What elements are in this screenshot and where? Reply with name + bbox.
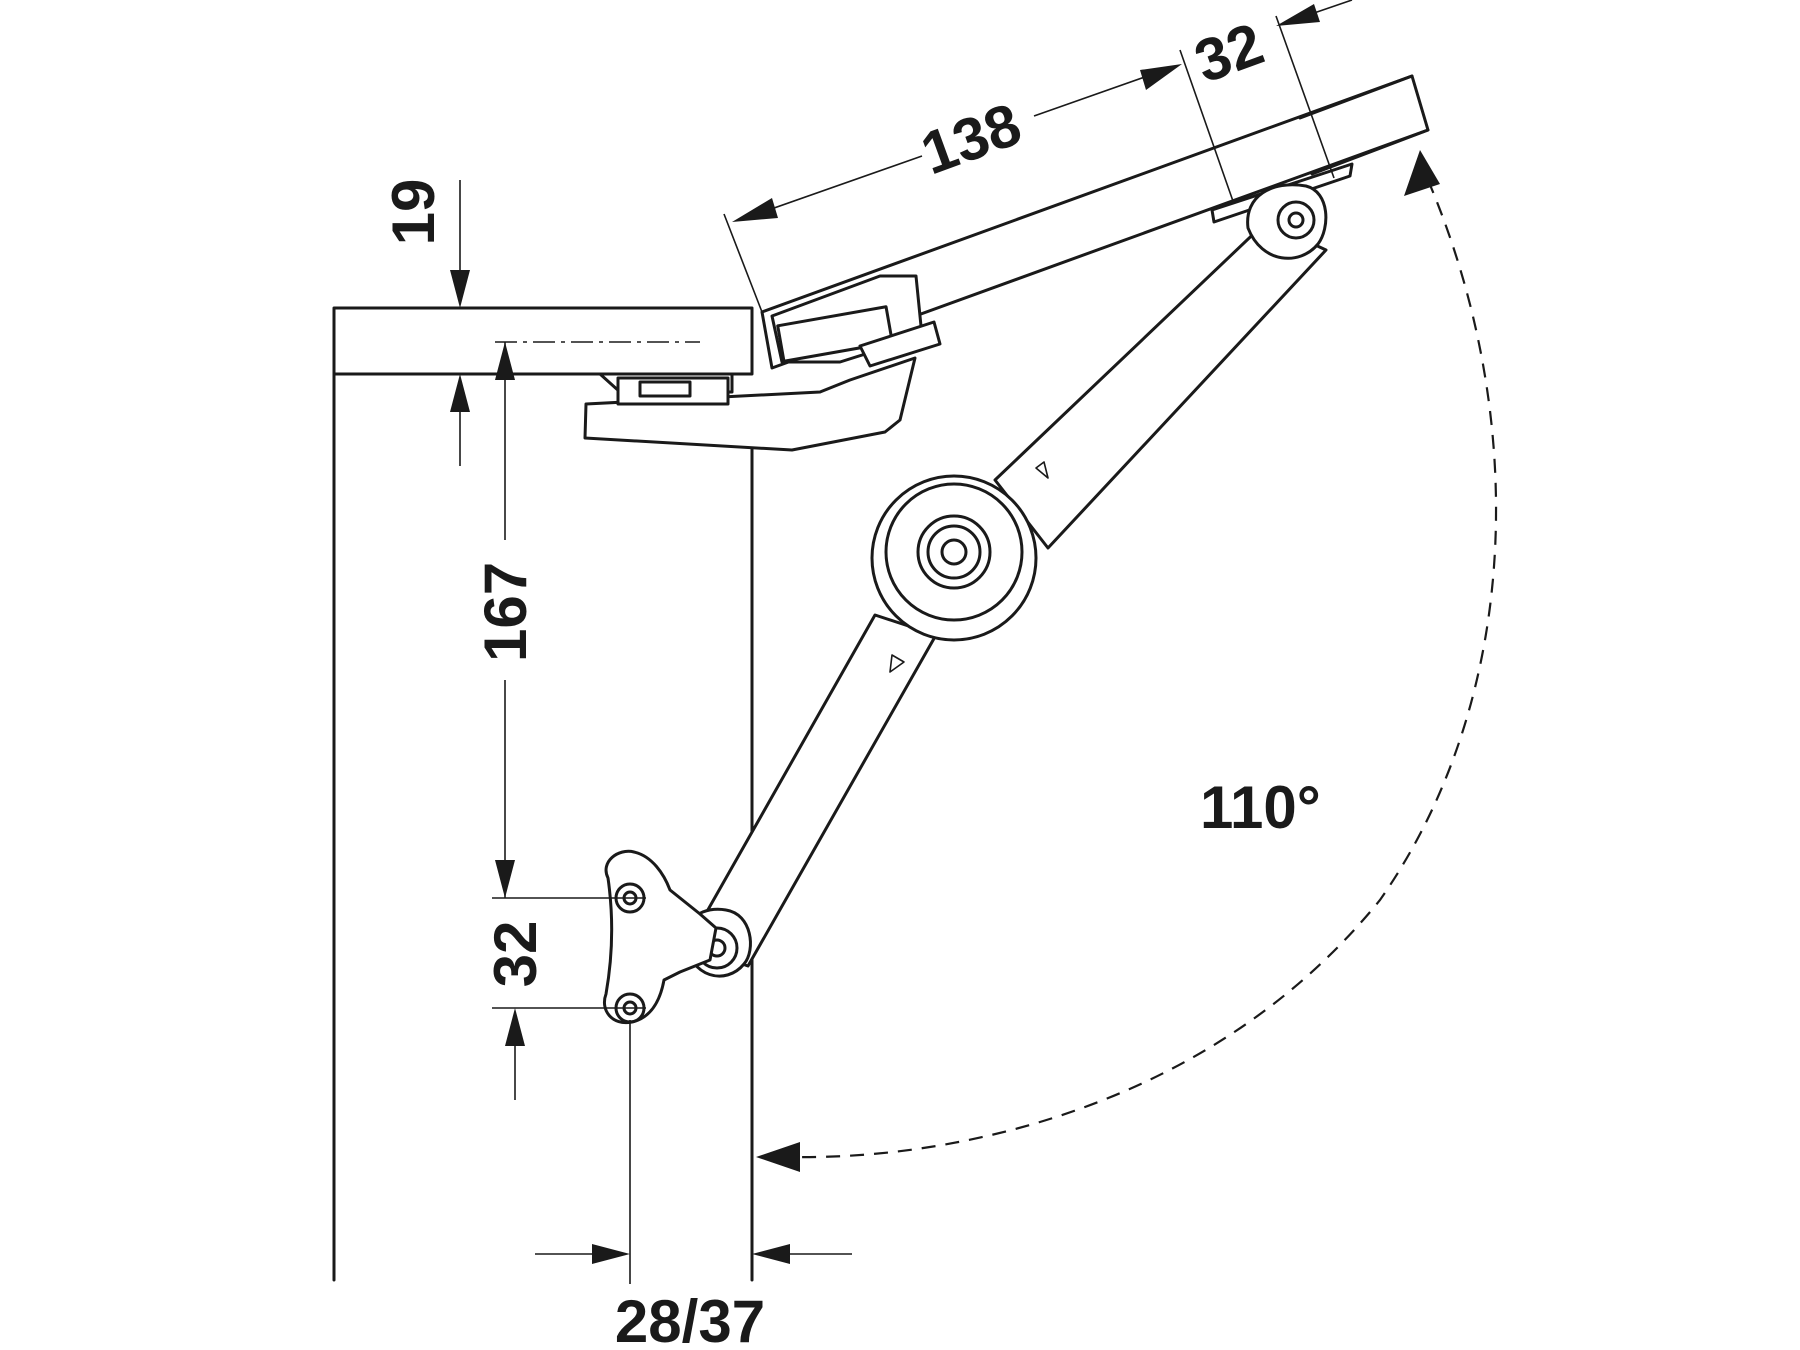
dimension-top-thickness xyxy=(450,180,470,466)
label-flap-hole-spacing: 32 xyxy=(1186,10,1272,96)
dimension-flap-hole-spacing xyxy=(1275,0,1353,179)
opening-angle-arc xyxy=(756,150,1498,1172)
dimension-flap-offset xyxy=(723,49,1235,313)
top-mounting-bracket xyxy=(583,356,917,452)
label-vertical-offset: 167 xyxy=(472,562,539,662)
dimension-side-hole-spacing xyxy=(492,1007,646,1100)
angle-arrow-bottom xyxy=(756,1142,800,1172)
pivot-hub xyxy=(870,474,1038,642)
label-side-depth: 28/37 xyxy=(615,1288,765,1350)
dimension-vertical-offset xyxy=(492,342,646,899)
flap-panel xyxy=(760,74,1430,370)
side-mounting-bracket xyxy=(603,849,718,1025)
label-top-thickness: 19 xyxy=(380,179,447,246)
angle-arrow-top xyxy=(1404,150,1440,196)
cabinet-top-panel xyxy=(332,306,754,376)
dimension-side-depth xyxy=(535,1020,852,1284)
cabinet-side-panel xyxy=(332,372,754,1282)
label-side-hole-spacing: 32 xyxy=(482,921,549,988)
lower-arm xyxy=(683,613,938,978)
label-flap-offset: 138 xyxy=(912,90,1029,187)
label-opening-angle: 110° xyxy=(1200,774,1321,841)
